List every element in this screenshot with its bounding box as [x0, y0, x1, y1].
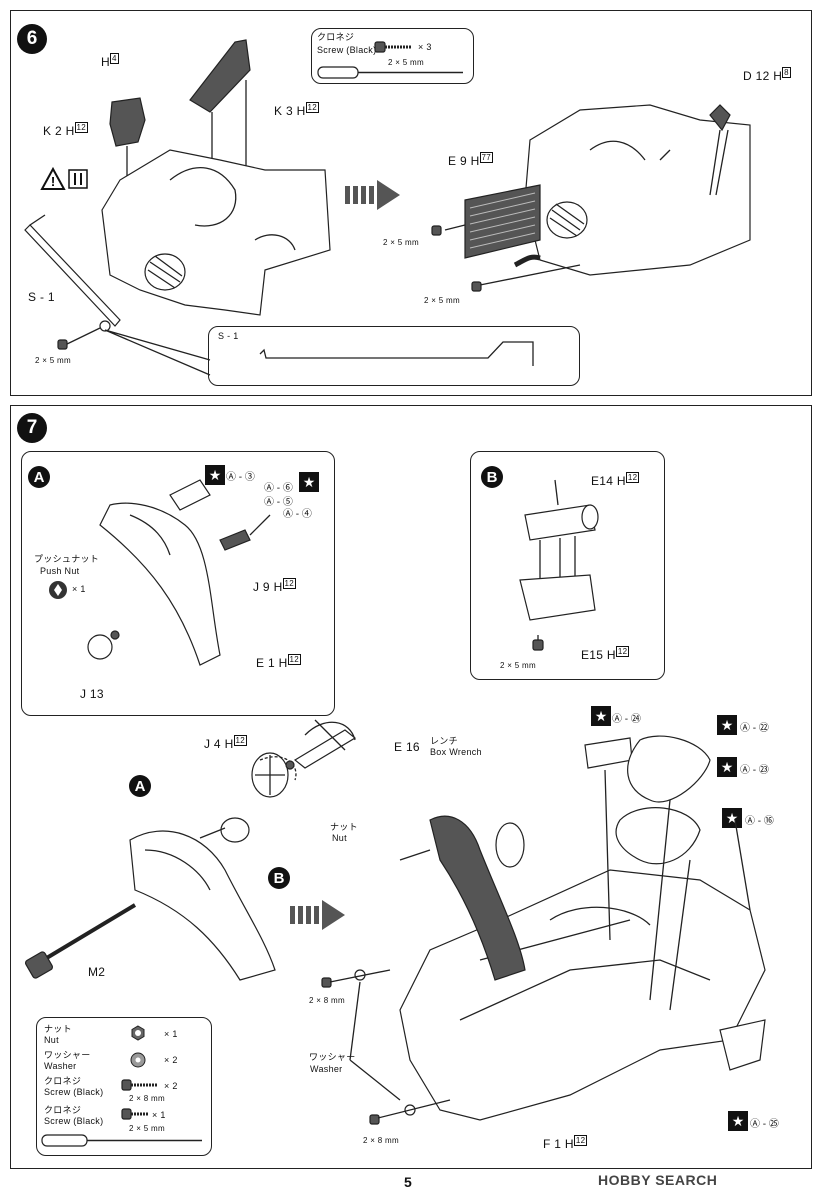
watermark: HOBBY SEARCH [598, 1172, 718, 1188]
screw-size-label: 2 × 5 mm [35, 356, 71, 365]
screw-size-label: 2 × 8 mm [309, 996, 345, 1005]
star-icon: ★ [205, 465, 225, 485]
screw-box-jp: クロネジ [317, 32, 355, 42]
step6-arrow [345, 180, 400, 210]
legend-item-size: 2 × 5 mm [129, 1124, 165, 1133]
screw-icon [374, 41, 411, 53]
ref-a22: Ⓐ - ㉒ [740, 723, 769, 734]
legend-item-jp: ナット [44, 1024, 72, 1034]
subassembly-b-drawing [519, 479, 599, 651]
screw-icon [121, 1079, 158, 1091]
legend-item-size: 2 × 8 mm [129, 1094, 165, 1103]
star-icon: ★ [717, 757, 737, 777]
screw-size-label: 2 × 5 mm [383, 238, 419, 247]
step-6-number: 6 [17, 24, 47, 54]
legend-item-jp: クロネジ [44, 1076, 82, 1086]
screw-box-size: 2 × 5 mm [388, 58, 424, 67]
screwdriver-icon [41, 1134, 202, 1147]
label-e16-en: Box Wrench [430, 747, 482, 757]
legend-item-en: Screw (Black) [44, 1116, 104, 1126]
washer-en: Washer [310, 1064, 343, 1074]
legend-item-qty: × 2 [164, 1081, 178, 1091]
push-nut-jp: プッシュナット [34, 554, 100, 564]
step6-right-assembly [431, 104, 751, 292]
legend-item-qty: × 2 [164, 1055, 178, 1065]
ref-a24: Ⓐ - ㉔ [612, 714, 641, 725]
star-icon: ★ [717, 715, 737, 735]
nut-jp: ナット [330, 822, 358, 832]
s1-inset-box [208, 326, 580, 386]
steering-assembly-drawing [24, 719, 357, 981]
s1-inset-label: S - 1 [218, 331, 239, 341]
legend-item-qty: × 1 [152, 1110, 166, 1120]
screw-size-label: 2 × 5 mm [500, 661, 536, 670]
step7-arrow [290, 900, 345, 930]
subassembly-b-badge: B [481, 466, 503, 488]
screw-box-qty: × 3 [418, 42, 432, 52]
screw-icon [121, 1108, 148, 1120]
nut-en: Nut [332, 833, 347, 843]
washer-jp: ワッシャー [309, 1052, 356, 1062]
s1-leader-lines [104, 329, 211, 376]
badge-b: B [268, 867, 290, 889]
svg-text:!: ! [51, 174, 55, 189]
step6-left-assembly [24, 39, 331, 350]
push-nut-qty: × 1 [72, 584, 86, 594]
washer-icon [130, 1052, 146, 1068]
screw-size-label: 2 × 5 mm [424, 296, 460, 305]
ref-a3: Ⓐ - ③ [226, 472, 255, 483]
ref-a25: Ⓐ - ㉕ [750, 1119, 779, 1130]
subassembly-a-badge: A [28, 466, 50, 488]
badge-a: A [129, 775, 151, 797]
ref-a16: Ⓐ - ⑯ [745, 816, 774, 827]
subassembly-a-drawing [87, 479, 271, 666]
ref-a23: Ⓐ - ㉓ [740, 765, 769, 776]
label-s1: S - 1 [28, 290, 55, 304]
star-icon: ★ [728, 1111, 748, 1131]
legend-item-jp: ワッシャー [44, 1050, 91, 1060]
push-nut-icon [49, 581, 67, 599]
car-tub-drawing [321, 735, 766, 1125]
star-icon: ★ [299, 472, 319, 492]
hex-nut-icon [131, 1025, 145, 1041]
star-icon: ★ [591, 706, 611, 726]
label-j13: J 13 [80, 687, 104, 701]
label-m2: M2 [88, 965, 106, 979]
s1-rod-profile [259, 341, 534, 366]
label-e16: E 16 [394, 740, 420, 754]
legend-item-en: Screw (Black) [44, 1087, 104, 1097]
label-e16-jp: レンチ [430, 736, 458, 746]
ref-a5: Ⓐ - ⑤ [264, 497, 293, 508]
screwdriver-icon [317, 66, 463, 79]
step-7-number: 7 [17, 413, 47, 443]
subassembly-b-box [470, 451, 665, 680]
legend-item-qty: × 1 [164, 1029, 178, 1039]
push-nut-en: Push Nut [40, 566, 80, 576]
ref-a4: Ⓐ - ④ [283, 509, 312, 520]
ref-a6: Ⓐ - ⑥ [264, 483, 293, 494]
page-number: 5 [404, 1174, 412, 1190]
legend-item-en: Washer [44, 1061, 77, 1071]
screw-box-en: Screw (Black) [317, 45, 377, 55]
screw-size-label: 2 × 8 mm [363, 1136, 399, 1145]
legend-item-jp: クロネジ [44, 1105, 82, 1115]
warning-icon: ! [40, 166, 88, 190]
legend-item-en: Nut [44, 1035, 59, 1045]
